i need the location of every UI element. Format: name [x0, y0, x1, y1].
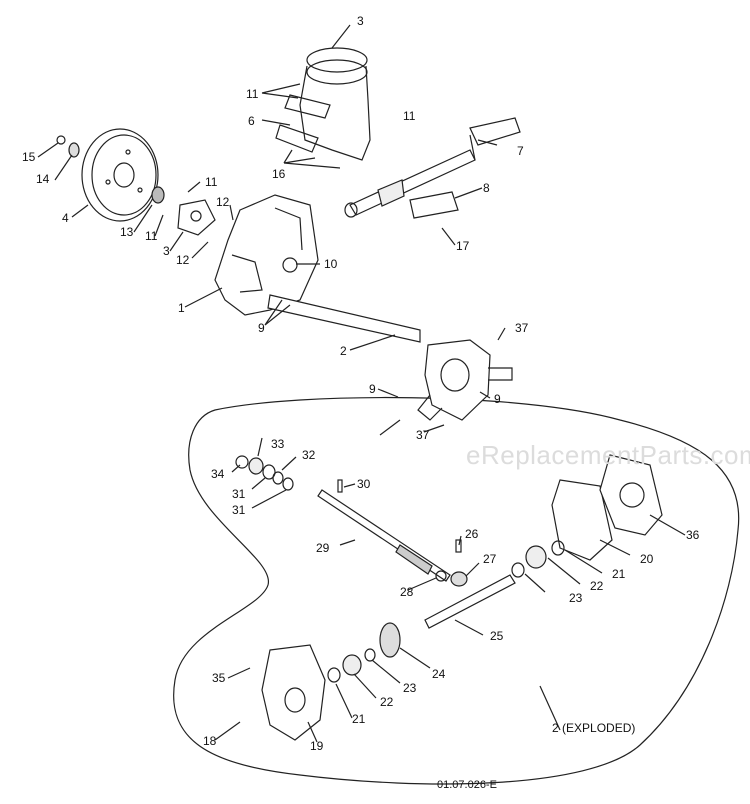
watermark: eReplacementParts.com — [466, 440, 750, 470]
callout-11-a: 11 — [246, 87, 259, 101]
callout-24: 24 — [432, 667, 446, 681]
washer-23b — [364, 648, 376, 662]
exploded-region-outline — [173, 396, 740, 785]
seal-21b — [327, 667, 341, 683]
callout-5: 3 — [357, 14, 364, 28]
callout-18: 18 — [203, 734, 217, 748]
gearbox-assembly — [267, 294, 513, 421]
callout-33: 33 — [271, 437, 285, 451]
callout-3: 3 — [163, 244, 170, 258]
callout-13: 13 — [120, 225, 134, 239]
chute-elbow — [275, 47, 371, 161]
callout-35: 35 — [212, 671, 226, 685]
callout-17: 17 — [456, 239, 470, 253]
callout-21-a: 21 — [612, 567, 626, 581]
callout-21-b: 21 — [352, 712, 366, 726]
thrust-collar-27 — [450, 571, 468, 587]
callout-22-b: 22 — [380, 695, 394, 709]
callout-28: 28 — [400, 585, 414, 599]
callout-16: 16 — [272, 167, 286, 181]
callout-22-a: 22 — [590, 579, 604, 593]
callout-23-a: 23 — [569, 591, 583, 605]
callout-29: 29 — [316, 541, 330, 555]
auger-housing — [214, 194, 319, 316]
callout-9-b: 9 — [369, 382, 376, 396]
callout-31-b: 31 — [232, 503, 246, 517]
bearing-33 — [248, 457, 264, 475]
callout-10: 10 — [324, 257, 338, 271]
callout-32: 32 — [302, 448, 316, 462]
callout-9-a: 9 — [258, 321, 265, 335]
bushing-22b — [342, 654, 362, 676]
worm-gear — [379, 622, 401, 658]
auger-shaft — [424, 574, 516, 629]
callout-2: 2 — [340, 344, 347, 358]
callout-30: 30 — [357, 477, 371, 491]
callout-9-c: 9 — [494, 392, 501, 406]
housing-half — [261, 644, 326, 741]
callout-25: 25 — [490, 629, 504, 643]
washer-31 — [262, 464, 276, 480]
bearing-plate — [177, 199, 216, 236]
pin-26 — [455, 539, 462, 553]
ring-32 — [272, 471, 284, 485]
callout-4: 4 — [62, 211, 69, 225]
callout-2-exploded: 2 (EXPLODED) — [552, 721, 636, 735]
bearing-13 — [151, 186, 165, 204]
key-30 — [337, 479, 343, 493]
callout-37-b: 37 — [416, 428, 430, 442]
callout-11-b: 11 — [403, 109, 416, 123]
callout-23-b: 23 — [403, 681, 417, 695]
callout-12-a: 12 — [216, 195, 230, 209]
callout-20: 20 — [640, 552, 654, 566]
worm-shaft — [317, 489, 451, 582]
callout-6: 6 — [248, 114, 255, 128]
callout-12-b: 12 — [176, 253, 190, 267]
seal-21 — [551, 540, 565, 556]
callout-34: 34 — [211, 467, 225, 481]
washer-23 — [511, 562, 525, 578]
callout-36: 36 — [686, 528, 700, 542]
callout-11-c: 11 — [205, 175, 218, 189]
pulley — [81, 128, 159, 222]
callout-14: 14 — [36, 172, 50, 186]
washer-28 — [435, 570, 447, 582]
diagram-code: 01.07.026-E — [437, 779, 497, 791]
callout-37-a: 37 — [515, 321, 529, 335]
cover-36 — [599, 454, 663, 536]
callout-26: 26 — [465, 527, 479, 541]
bracket — [409, 191, 459, 219]
washer-31b — [282, 477, 294, 491]
washer-34 — [235, 455, 249, 469]
bearing-22 — [525, 545, 547, 569]
callout-11-d: 11 — [145, 229, 158, 243]
callout-1: 1 — [178, 301, 185, 315]
callout-19: 19 — [310, 739, 324, 753]
crank-rod — [344, 117, 521, 218]
pulley-bearing — [68, 142, 80, 158]
callout-31-a: 31 — [232, 487, 246, 501]
callout-7: 7 — [517, 144, 524, 158]
nut-15 — [56, 135, 66, 145]
callout-15: 15 — [22, 150, 36, 164]
callout-8: 8 — [483, 181, 490, 195]
gasket-20 — [551, 479, 613, 561]
callout-27: 27 — [483, 552, 497, 566]
